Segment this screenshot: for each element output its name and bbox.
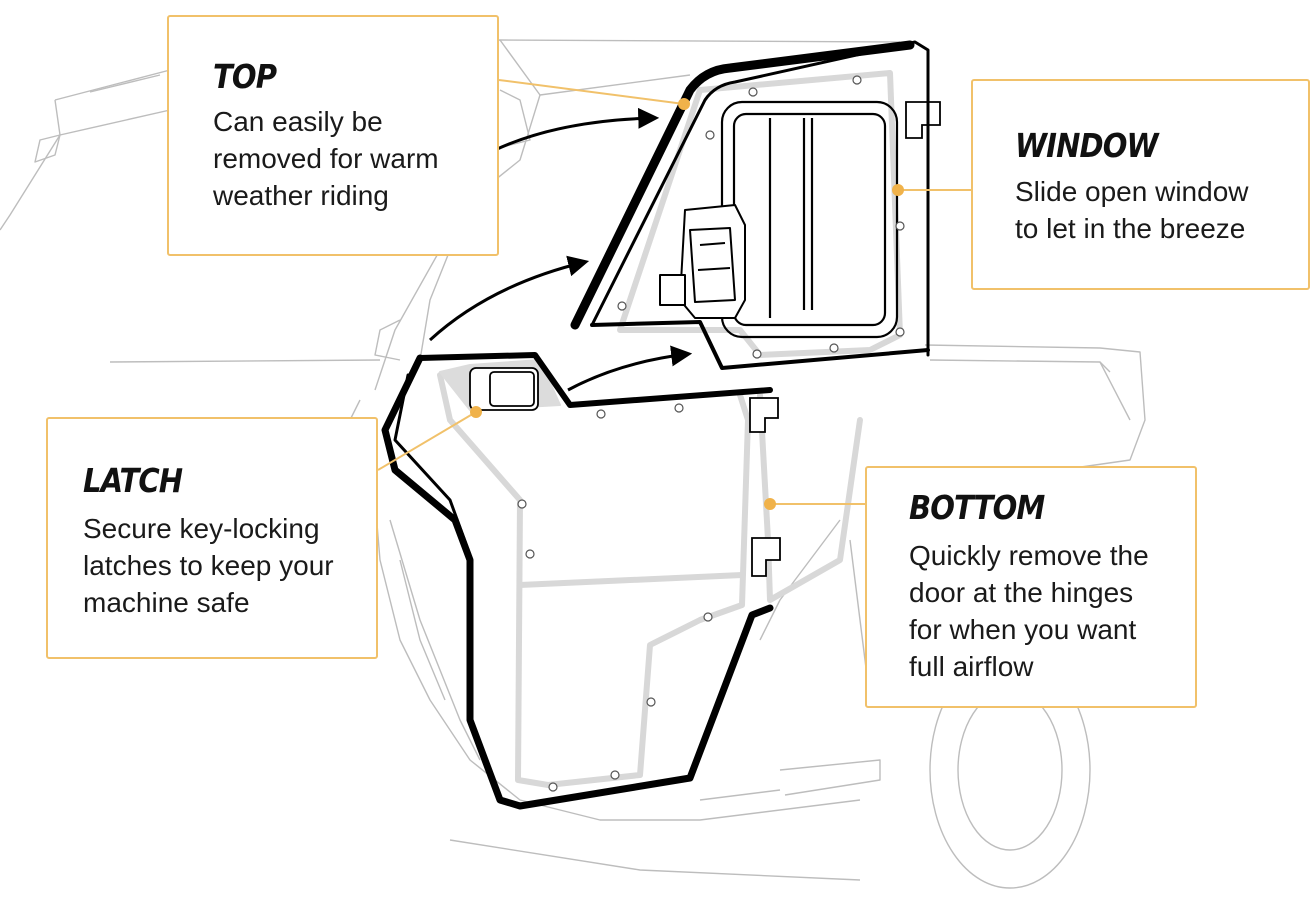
callout-window-title: WINDOW bbox=[1015, 126, 1159, 165]
latch-handle bbox=[469, 367, 539, 411]
callout-bottom-description: Quickly remove the door at the hinges fo… bbox=[909, 540, 1149, 682]
leader-dot-latch bbox=[470, 406, 482, 418]
callout-top-description: Can easily be removed for warm weather r… bbox=[213, 106, 439, 211]
leader-dots bbox=[470, 98, 904, 510]
callout-latch-description: Secure key-locking latches to keep your … bbox=[83, 513, 334, 618]
leader-dot-window bbox=[892, 184, 904, 196]
arrow-bottom bbox=[567, 345, 693, 392]
leader-line-latch bbox=[377, 411, 477, 471]
inner-door-frame bbox=[437, 70, 903, 788]
leader-dot-top bbox=[678, 98, 690, 110]
callout-window-description: Slide open window to let in the breeze bbox=[1015, 176, 1249, 244]
arrow-top bbox=[494, 107, 660, 152]
arrow-middle bbox=[428, 255, 590, 342]
window-pane bbox=[720, 100, 899, 339]
motion-arrows bbox=[428, 107, 693, 392]
leader-line-top bbox=[498, 79, 685, 105]
callout-latch: LATCH Secure key-locking latches to keep… bbox=[46, 417, 378, 659]
rivets bbox=[517, 75, 905, 792]
callout-bottom-title: BOTTOM bbox=[909, 488, 1045, 527]
door-seals bbox=[381, 40, 930, 810]
leader-lines bbox=[377, 79, 971, 505]
side-mirror bbox=[659, 204, 746, 319]
leader-dot-bottom bbox=[764, 498, 776, 510]
callout-latch-title: LATCH bbox=[83, 461, 183, 500]
callout-top: TOP Can easily be removed for warm weath… bbox=[167, 15, 499, 256]
callout-window: WINDOW Slide open window to let in the b… bbox=[971, 79, 1310, 290]
hinges bbox=[749, 101, 941, 577]
callout-bottom: BOTTOM Quickly remove the door at the hi… bbox=[865, 466, 1197, 708]
callout-top-title: TOP bbox=[213, 57, 277, 96]
